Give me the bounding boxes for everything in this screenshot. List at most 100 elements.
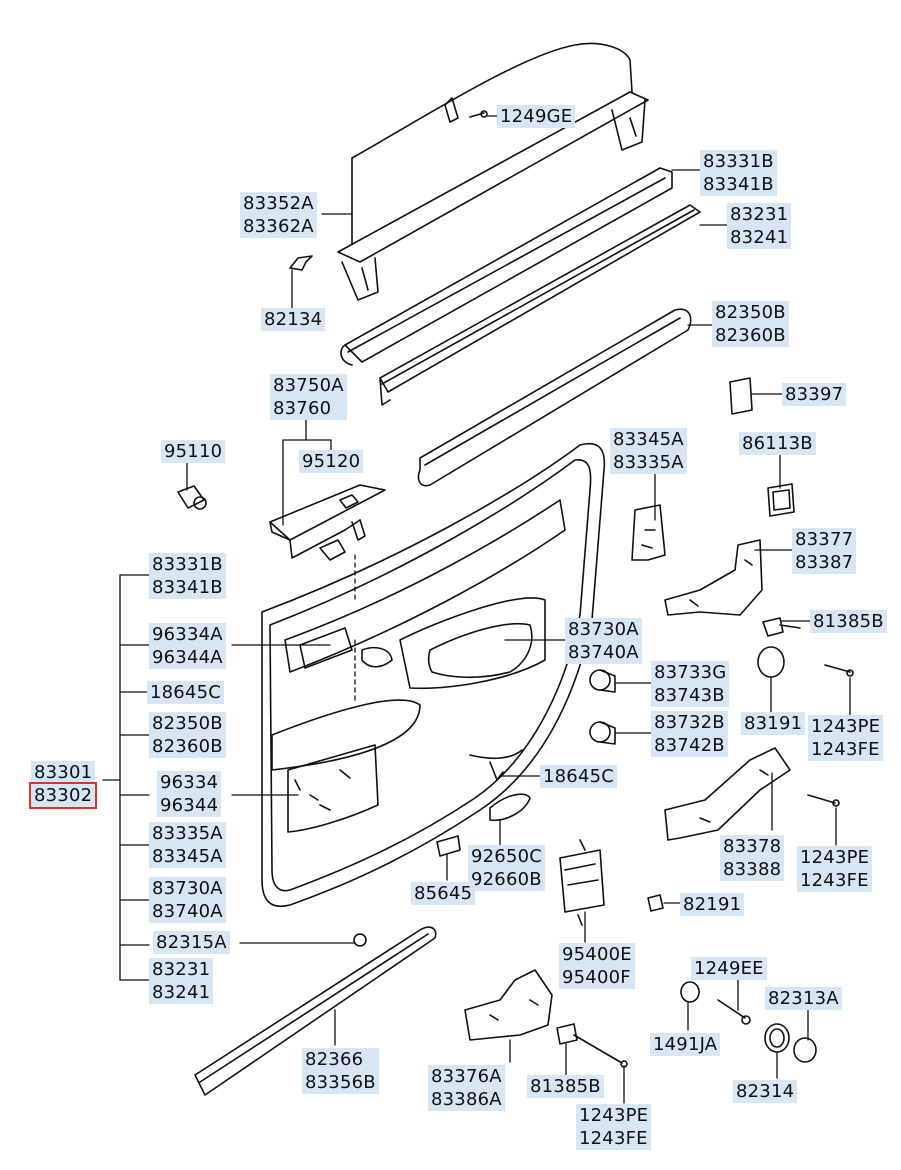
- part-number: 83345A: [152, 846, 223, 867]
- part-number: 1249EE: [694, 958, 764, 979]
- grommet-1491ja-part: [680, 981, 751, 1025]
- screw-1243pe-part: [824, 664, 854, 677]
- part-number: 83231: [730, 204, 789, 225]
- part-number: 83341B: [703, 174, 774, 195]
- part-number: 82360B: [152, 736, 223, 757]
- part-number: 86113B: [742, 433, 813, 454]
- sill-strip-part: [194, 926, 437, 1096]
- part-number: 1243PE: [811, 716, 881, 737]
- cap-82191-part: [647, 894, 664, 912]
- part-label-1491ja: 1491JA: [650, 1033, 721, 1056]
- connector-95110-part: [177, 485, 207, 510]
- cap-82313a-part: [793, 1037, 817, 1063]
- part-number: 83377: [795, 529, 854, 550]
- part-label-82315a: 82315A: [153, 931, 230, 954]
- part-number: 81385B: [813, 611, 884, 632]
- part-number: 83301: [34, 762, 93, 783]
- cap-83732b-part: [589, 721, 616, 745]
- screw-1249ge-part: [469, 110, 488, 118]
- leader-lines: [102, 115, 851, 1104]
- clip-82134-part: [289, 255, 313, 271]
- part-number: 95400E: [562, 944, 632, 965]
- part-number: 83341B: [152, 577, 223, 598]
- part-number: 83386A: [431, 1089, 502, 1110]
- part-label-82313a: 82313A: [765, 987, 842, 1010]
- part-number: 83397: [785, 384, 844, 405]
- part-number: 83362A: [243, 216, 314, 237]
- part-number: 95120: [302, 451, 361, 472]
- part-label-83302-highlighted[interactable]: 83302: [28, 782, 98, 809]
- part-number: 83740A: [152, 901, 223, 922]
- part-number: 82191: [683, 894, 742, 915]
- part-number: 83733G: [654, 662, 727, 683]
- part-number: 83376A: [431, 1066, 502, 1087]
- part-number: 1243FE: [811, 739, 880, 760]
- part-label-81385b-right: 81385B: [810, 610, 887, 633]
- bracket-83376a-part: [464, 969, 553, 1041]
- part-number: 83750A: [273, 375, 344, 396]
- part-number: 18645C: [543, 766, 615, 787]
- part-number: 83730A: [568, 619, 639, 640]
- part-label-95110: 95110: [161, 440, 226, 463]
- part-number: 95110: [164, 441, 223, 462]
- part-label-86113b: 86113B: [739, 432, 816, 455]
- ring-82314-part: [764, 1023, 790, 1053]
- part-number: 82366: [305, 1049, 364, 1070]
- bracket-83345a-part: [631, 504, 666, 561]
- module-95400e-part: [559, 839, 605, 926]
- part-number: 85645: [414, 883, 473, 904]
- clip-82315a-part: [353, 933, 367, 947]
- part-label-82191: 82191: [680, 893, 745, 916]
- part-number: 83732B: [654, 712, 725, 733]
- door-trim-panel-part: [261, 443, 606, 907]
- part-number: 96334: [160, 772, 219, 793]
- part-label-82314: 82314: [733, 1080, 798, 1103]
- clip-81385b-part: [762, 617, 801, 637]
- part-number: 1243PE: [800, 847, 870, 868]
- clip-81385b-bottom-part: [556, 1023, 628, 1068]
- part-number: 92660B: [471, 869, 542, 890]
- part-number: 82313A: [768, 988, 839, 1009]
- part-label-82134: 82134: [261, 308, 326, 331]
- part-number: 82314: [736, 1081, 795, 1102]
- weatherstrip-part: [340, 167, 673, 366]
- part-label-1249ge: 1249GE: [497, 105, 576, 128]
- part-number: 82350B: [715, 302, 786, 323]
- part-label-18645c-right: 18645C: [540, 765, 618, 788]
- bracket-83377-part: [664, 539, 763, 616]
- switch-assembly-part: [269, 484, 386, 561]
- bracket-83378-part: [664, 747, 791, 841]
- part-number: 83231: [152, 959, 211, 980]
- part-label-95120: 95120: [299, 450, 364, 473]
- pad-83397-part: [729, 377, 753, 415]
- part-label-83301: 83301: [31, 761, 96, 784]
- part-number: 95400F: [562, 967, 631, 988]
- grommet-86113b-part: [767, 483, 795, 517]
- part-label-18645c-left: 18645C: [147, 681, 225, 704]
- part-number: 81385B: [530, 1076, 601, 1097]
- part-number: 82134: [264, 309, 323, 330]
- part-number: 82360B: [715, 325, 786, 346]
- part-number: 83743B: [654, 685, 725, 706]
- part-number: 92650C: [471, 846, 543, 867]
- part-number: 1243PE: [579, 1105, 649, 1126]
- cap-83191-part: [757, 646, 785, 678]
- part-number: 1491JA: [653, 1034, 718, 1055]
